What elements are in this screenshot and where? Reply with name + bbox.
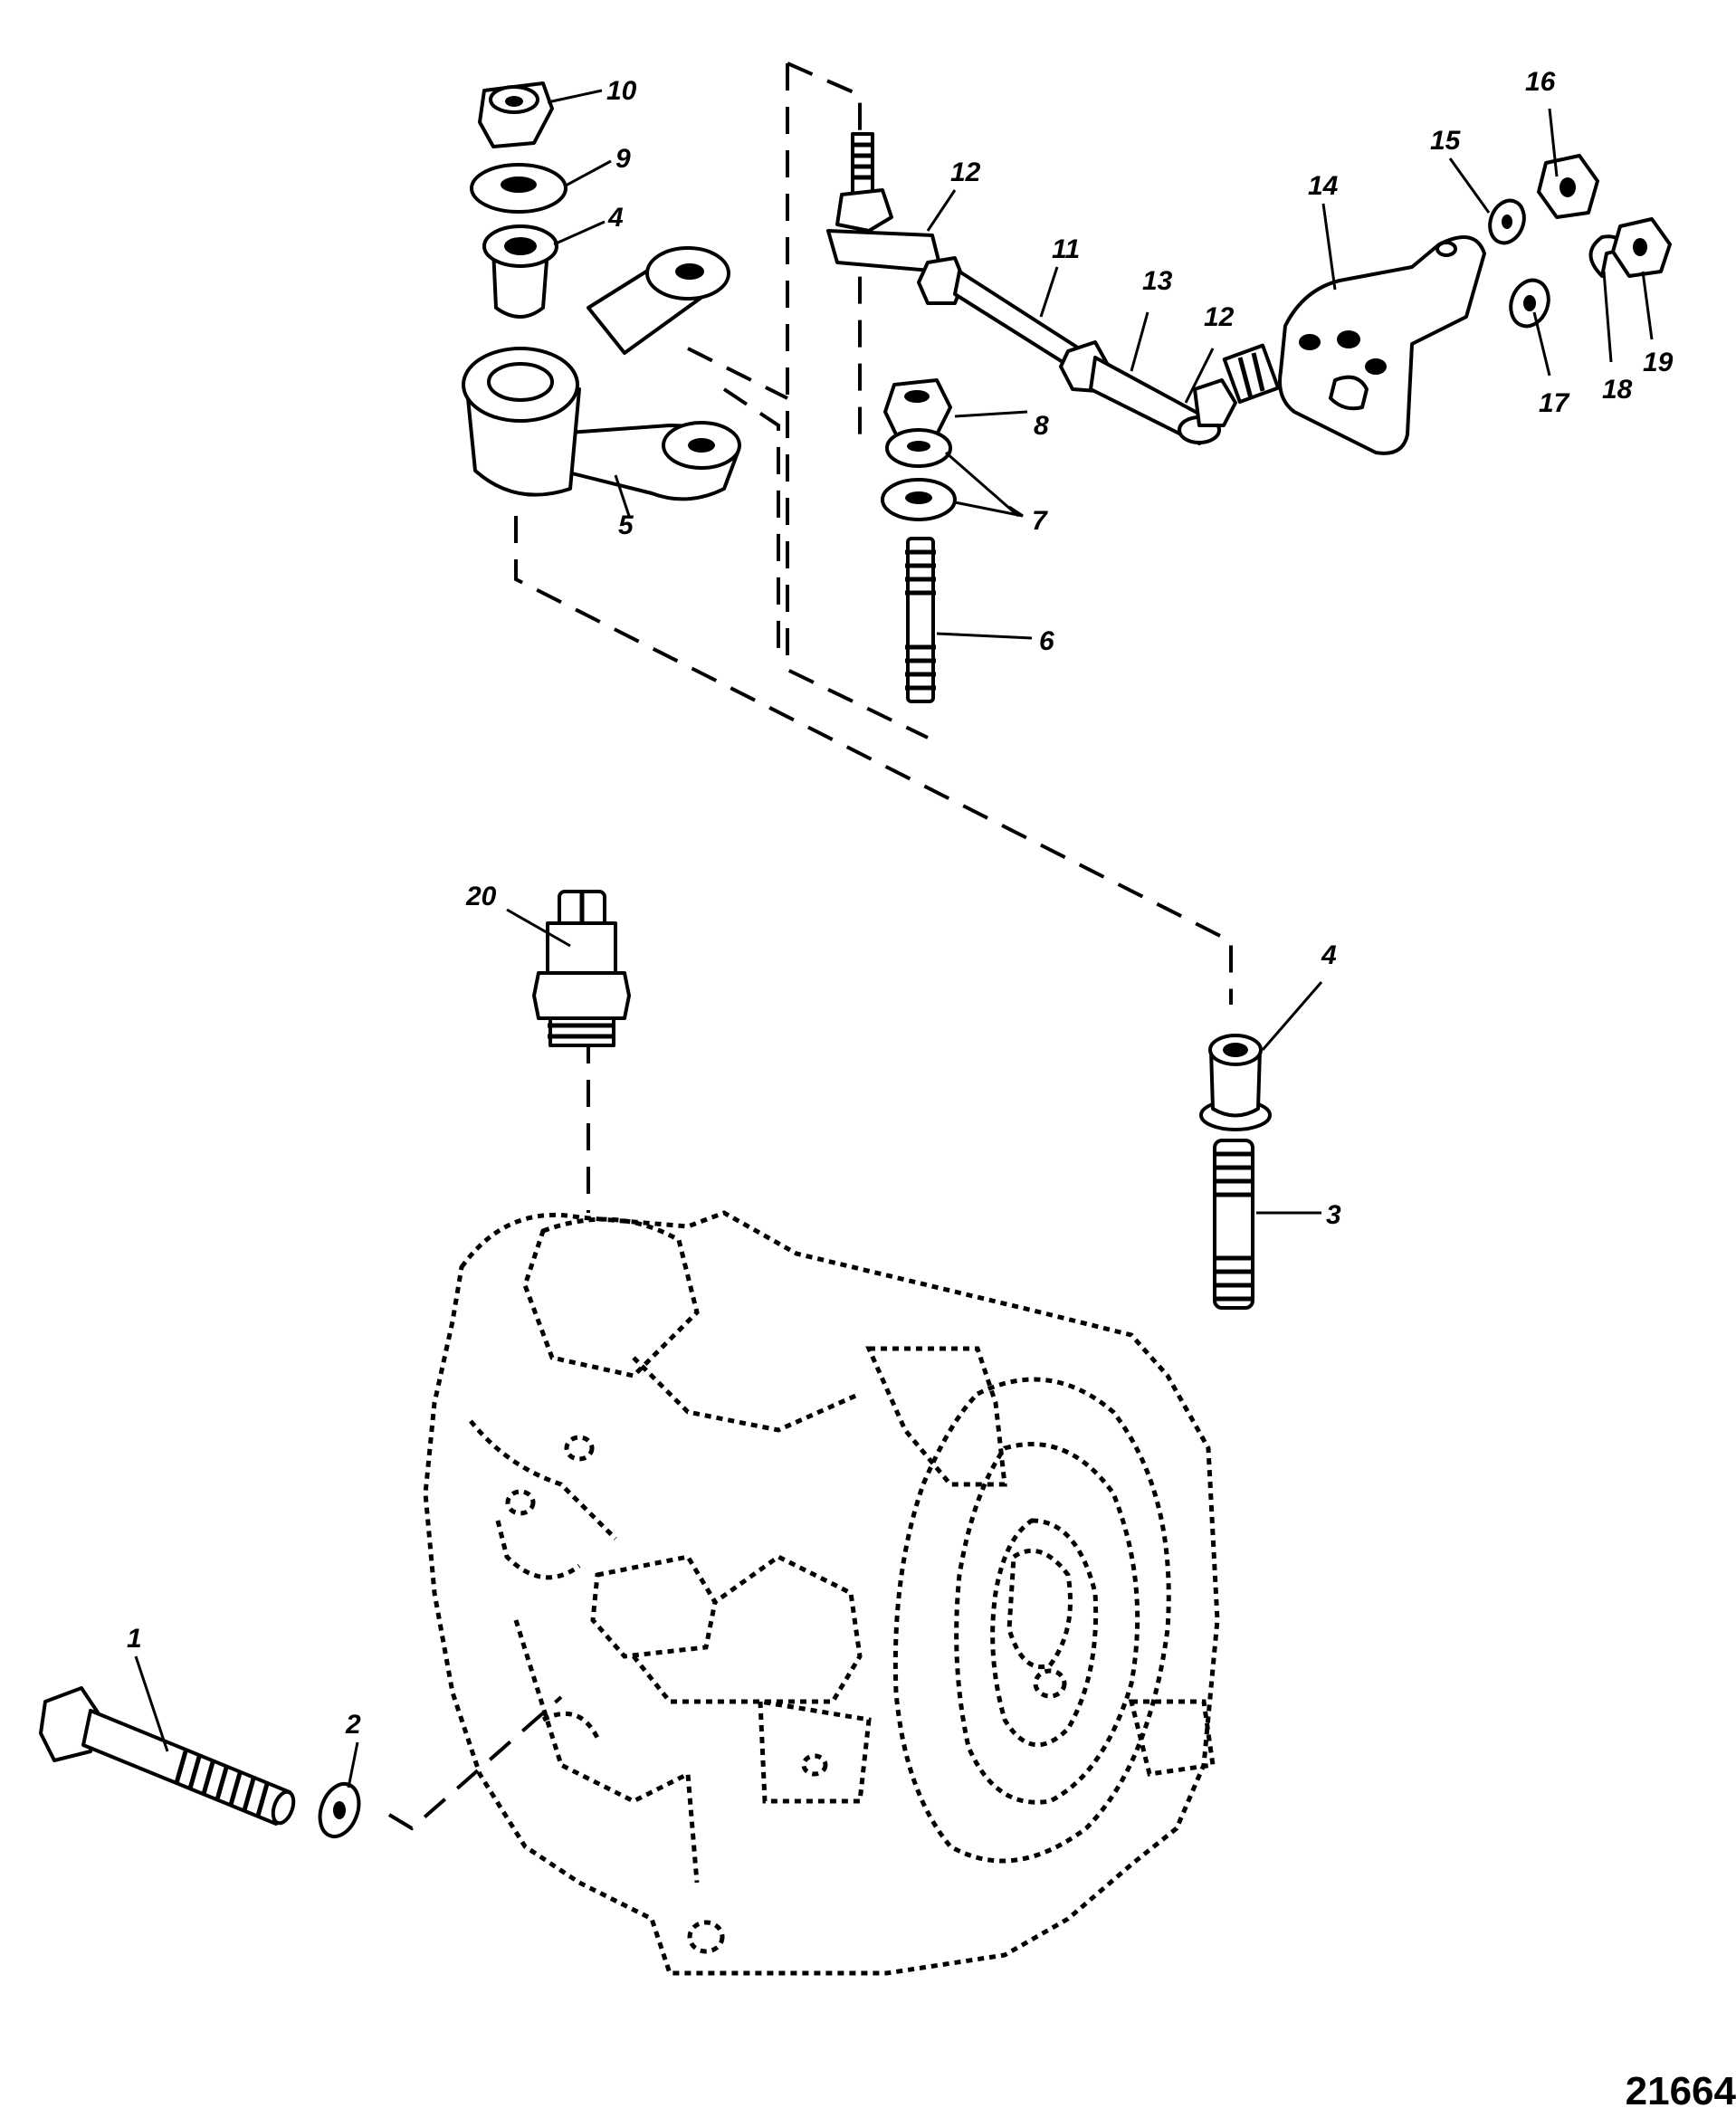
leader-lines [134, 89, 1654, 1788]
callout-4-upper: 4 [607, 203, 624, 233]
callout-18: 18 [1602, 375, 1633, 405]
callout-16: 16 [1525, 67, 1556, 97]
callout-15: 15 [1430, 126, 1462, 156]
part-10-lock-nut [478, 81, 554, 148]
callout-12-right: 12 [1204, 302, 1235, 332]
part-20-neutral-switch [532, 890, 631, 1047]
callout-4-lower: 4 [1321, 940, 1337, 970]
callout-3: 3 [1326, 1200, 1341, 1230]
part-6-stud [905, 537, 936, 703]
part-17-washer [1509, 278, 1550, 329]
part-5-bellcrank-lever [462, 246, 741, 501]
callout-19: 19 [1643, 348, 1674, 377]
callout-12-left: 12 [950, 157, 981, 187]
part-7-washers [881, 428, 957, 521]
part-14-shift-bracket [1278, 235, 1486, 455]
callout-14: 14 [1308, 171, 1339, 201]
callout-6: 6 [1039, 626, 1054, 656]
part-3-stud [1213, 1139, 1254, 1310]
part-4-bushing-upper [482, 224, 558, 319]
callout-5: 5 [618, 510, 634, 540]
callout-13: 13 [1142, 266, 1173, 296]
callout-2: 2 [345, 1710, 361, 1740]
callout-1: 1 [127, 1624, 142, 1654]
callout-11: 11 [1052, 234, 1080, 264]
figure-number: 21664 [1625, 2069, 1736, 2113]
part-19-nut [1611, 217, 1672, 278]
part-11-12-13-link-rod-assembly [826, 132, 1281, 445]
callout-17: 17 [1539, 388, 1570, 418]
callout-7: 7 [1032, 506, 1048, 536]
alignment-lines [387, 62, 1233, 1831]
callout-labels: 10 9 4 5 12 11 13 12 14 15 16 17 18 19 8… [127, 67, 1674, 1740]
part-15-washer [1488, 198, 1526, 245]
part-9-washer [470, 163, 568, 214]
part-4-bushing-lower [1199, 1034, 1272, 1131]
part-8-nut [883, 378, 952, 436]
callout-8: 8 [1034, 411, 1049, 441]
part-2-washer [318, 1781, 361, 1839]
transmission-housing-phantom [423, 1210, 1220, 1976]
callout-9: 9 [615, 144, 631, 174]
callout-20: 20 [465, 882, 497, 911]
part-16-nut [1537, 154, 1599, 219]
callout-10: 10 [606, 76, 637, 106]
part-1-bolt [39, 1686, 296, 1826]
